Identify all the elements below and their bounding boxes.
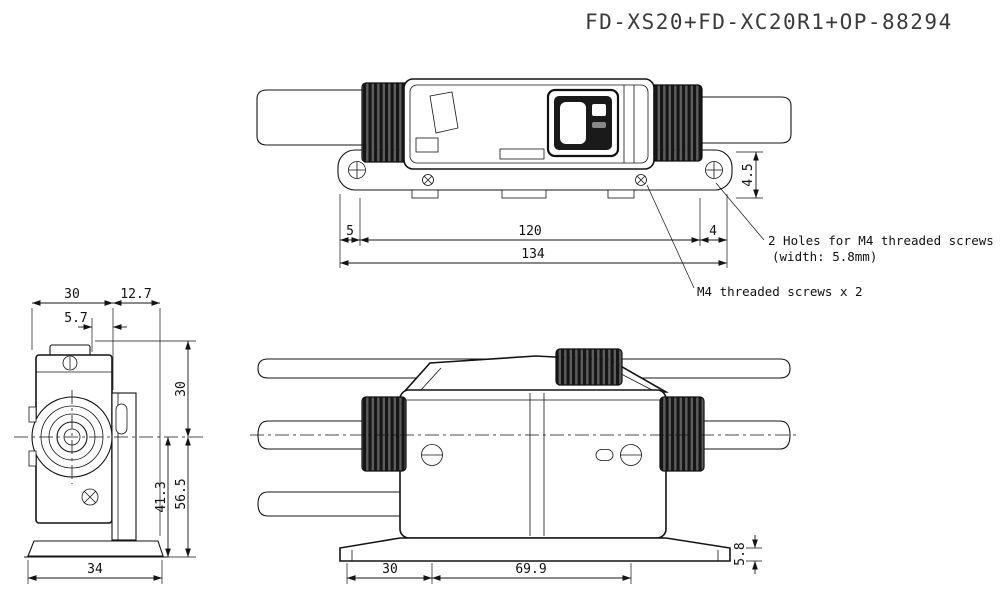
cable-gland-right	[659, 396, 705, 472]
bracket-slot	[115, 403, 128, 435]
base-detail-lines	[351, 550, 719, 561]
amplifier-body-inner	[409, 84, 649, 164]
dim-label-5-8: 5.8	[733, 542, 748, 565]
body-tab	[28, 406, 37, 423]
dim-label-5: 5	[346, 224, 354, 239]
dim-label-34: 34	[87, 562, 103, 577]
leader-line-screws-note	[646, 184, 695, 289]
dim-label-12-7: 12.7	[120, 287, 151, 302]
display-button	[592, 122, 606, 128]
front-view: 30 69.9 5.8	[250, 348, 797, 584]
dim-label-30: 30	[382, 562, 398, 577]
dim-label-120: 120	[518, 224, 541, 239]
note-screws: M4 threaded screws x 2	[697, 284, 863, 299]
dim-label-41-3: 41.3	[154, 481, 169, 512]
fiber-lock-lever	[429, 91, 459, 134]
body-divider-lines	[529, 393, 545, 536]
dim-label-56-5: 56.5	[174, 478, 189, 509]
display-button	[592, 104, 606, 116]
bracket-tab	[411, 189, 439, 199]
dim-label-4-5: 4.5	[741, 163, 756, 186]
bracket-base	[27, 540, 164, 557]
mount-slot-right	[595, 449, 614, 461]
cable-gland-left	[361, 396, 407, 472]
bottom-screw-slot	[83, 490, 97, 504]
dim-label-30-width: 30	[64, 287, 80, 302]
extension-lines	[339, 194, 728, 268]
cable-gland-right	[647, 84, 703, 162]
clamp-screw-right-slot	[636, 175, 646, 185]
cable-left	[256, 89, 368, 146]
dim-label-4: 4	[709, 224, 717, 239]
extension-lines	[95, 340, 196, 558]
extension-lines	[31, 308, 161, 536]
display-window	[560, 102, 586, 144]
dim-label-30-height: 30	[174, 381, 189, 397]
side-view: 30 12.7 5.7 30 56.5 41.3 34	[14, 287, 205, 584]
bracket-tab	[607, 189, 635, 199]
cable-lower-left	[257, 491, 403, 517]
note-holes-line1: 2 Holes for M4 threaded screws	[768, 233, 994, 248]
bracket-hole-right-cross	[706, 162, 722, 178]
bracket-tab	[501, 189, 547, 199]
body-end-lines	[623, 85, 635, 163]
clamp-screw-left-slot	[423, 175, 433, 185]
dim-label-69-9: 69.9	[515, 562, 546, 577]
dim-label-5-7: 5.7	[64, 311, 87, 326]
base-flange	[339, 537, 731, 562]
note-holes-line2: (width: 5.8mm)	[772, 249, 877, 264]
drawing-title: FD-XS20+FD-XC20R1+OP-88294	[585, 10, 953, 34]
leader-line-holes-note	[715, 182, 765, 241]
top-view: 5 120 4 134 4.5 2 Holes for M4 threaded …	[256, 78, 994, 299]
cable-gland-top	[555, 348, 623, 386]
bracket-hole-left-cross	[349, 162, 365, 178]
body-detail	[499, 148, 545, 160]
cable-right	[702, 96, 792, 144]
extension-lines	[746, 547, 762, 562]
dim-label-134: 134	[521, 247, 545, 262]
body-detail	[415, 137, 439, 153]
body-tab	[28, 450, 37, 467]
